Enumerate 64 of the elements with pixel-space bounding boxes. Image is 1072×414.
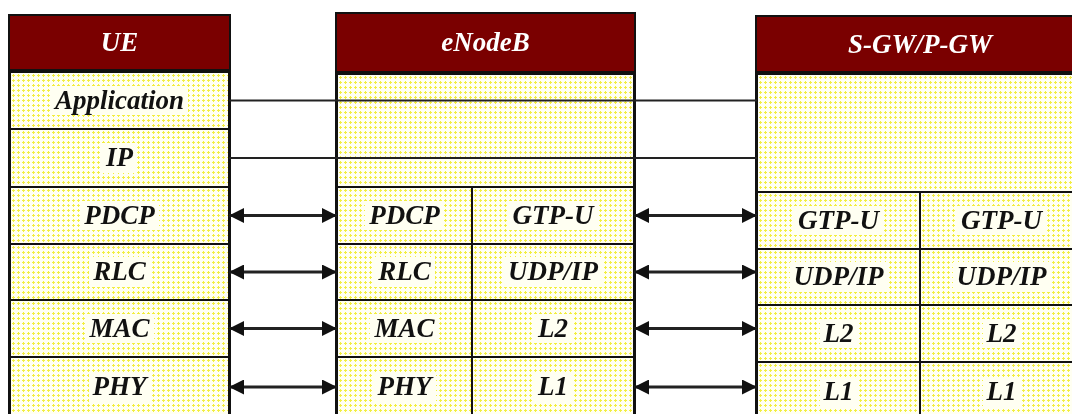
layer-label: PDCP <box>80 200 159 231</box>
protocol-layer-cell <box>920 192 1072 249</box>
layer-label: L1 <box>534 372 572 402</box>
empty-layer-box <box>757 74 1072 192</box>
column-header: UE <box>10 16 229 72</box>
layer-label: PHY <box>88 372 151 402</box>
protocol-layer-cell <box>337 187 472 244</box>
protocol-layer-cell <box>337 244 472 300</box>
protocol-layer-cell <box>10 300 229 357</box>
layer-label: L2 <box>534 313 572 344</box>
protocol-layer-cell <box>10 72 229 129</box>
protocol-stack-column <box>755 15 1072 414</box>
double-arrow <box>229 208 337 223</box>
connector-line <box>228 157 338 159</box>
protocol-layer-cell <box>920 362 1072 414</box>
column-header: S-GW/P-GW <box>757 17 1072 74</box>
protocol-layer-cell <box>472 357 634 414</box>
layer-label: L2 <box>982 318 1021 349</box>
double-arrow <box>634 264 757 280</box>
protocol-layer-cell <box>920 249 1072 305</box>
protocol-layer-cell <box>10 357 229 414</box>
protocol-layer-cell <box>472 244 634 300</box>
double-arrow <box>229 321 337 336</box>
layer-label: L1 <box>819 377 858 407</box>
protocol-layer-cell <box>757 305 920 362</box>
protocol-layer-cell <box>10 129 229 187</box>
layer-label: IP <box>102 143 137 173</box>
protocol-layer-cell <box>472 300 634 357</box>
layer-label: GTP-U <box>794 205 883 236</box>
protocol-layer-cell <box>10 244 229 300</box>
double-arrow <box>229 379 337 395</box>
double-arrow <box>229 264 337 280</box>
protocol-layer-cell <box>757 249 920 305</box>
layer-label: Application <box>51 85 188 116</box>
layer-label: L2 <box>819 318 858 349</box>
layer-label: PHY <box>373 372 436 402</box>
empty-layer-box <box>337 74 634 187</box>
layer-label: UDP/IP <box>952 262 1051 292</box>
protocol-layer-cell <box>337 357 472 414</box>
layer-label: PDCP <box>365 200 444 231</box>
protocol-layer-cell <box>757 362 920 414</box>
protocol-layer-cell <box>757 192 920 249</box>
layer-label: MAC <box>370 313 439 344</box>
layer-label: L1 <box>982 377 1021 407</box>
protocol-layer-cell <box>337 300 472 357</box>
protocol-stack-column <box>335 12 636 414</box>
protocol-layer-cell <box>472 187 634 244</box>
layer-label: GTP-U <box>508 200 598 231</box>
layer-label: MAC <box>85 313 154 344</box>
layer-label: RLC <box>89 257 150 287</box>
layer-label: UDP/IP <box>789 262 888 292</box>
protocol-stack-column <box>8 14 231 414</box>
column-header: eNodeB <box>337 14 634 74</box>
protocol-layer-cell <box>920 305 1072 362</box>
layer-label: UDP/IP <box>504 257 602 287</box>
layer-label: GTP-U <box>957 205 1046 236</box>
double-arrow <box>634 208 757 223</box>
connector-line <box>228 99 338 102</box>
double-arrow <box>634 379 757 395</box>
connector-line <box>633 157 758 159</box>
double-arrow <box>634 321 757 336</box>
protocol-layer-cell <box>10 187 229 244</box>
layer-label: RLC <box>374 257 435 287</box>
connector-line <box>633 99 758 102</box>
